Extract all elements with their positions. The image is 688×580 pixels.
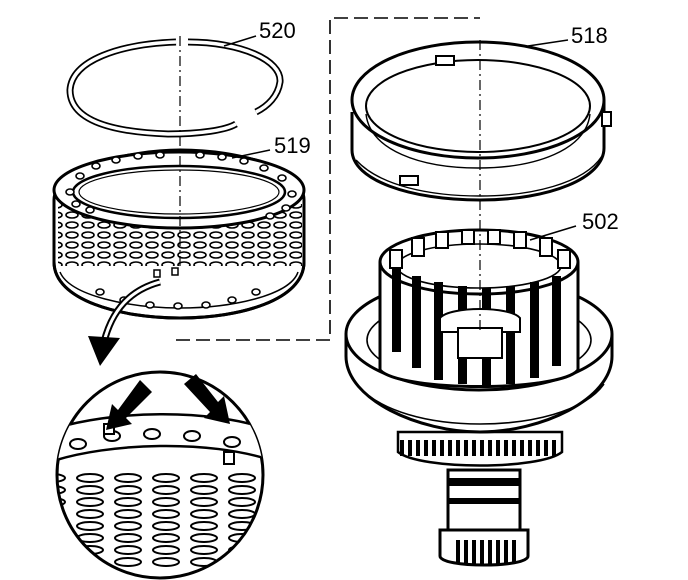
callout-leader-520 [223,35,257,47]
callout-leader-518 [527,39,569,47]
pointer-arrow-left [106,380,152,430]
pointer-arrow-right [184,374,230,424]
retainer-ring [350,40,612,202]
snap-ring [66,38,284,138]
callout-519: 519 [274,133,311,158]
callout-leader-519 [231,149,271,159]
callout-leader-502 [529,225,577,241]
assembly-bracket [176,17,480,341]
spring-assembly [52,148,306,320]
detail-arrow [88,278,161,366]
callout-502: 502 [582,209,619,234]
detail-magnifier [55,370,265,580]
callout-518: 518 [571,23,608,48]
callout-520: 520 [259,18,296,43]
clutch-housing [344,228,614,567]
